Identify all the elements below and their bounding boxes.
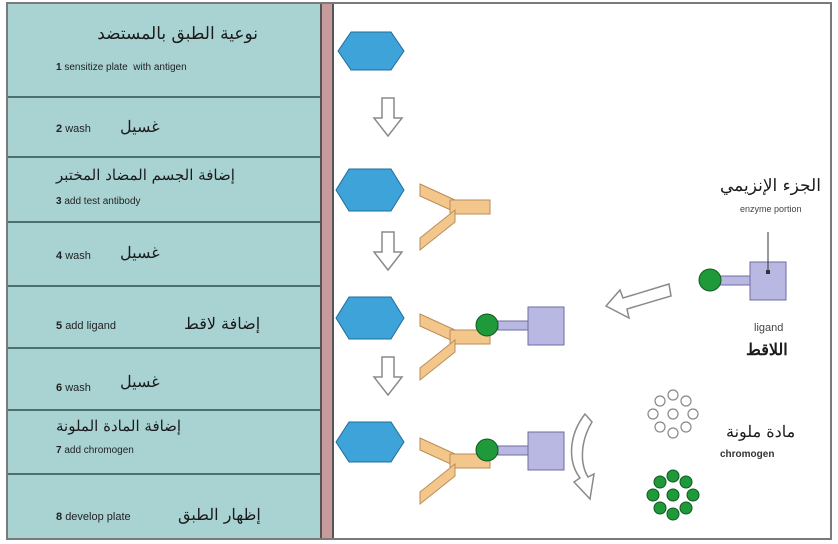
curved-arrow (570, 412, 595, 501)
enzyme-portion-1 (527, 306, 565, 346)
step-1-arabic: نوعية الطبق بالمستضد (97, 24, 258, 44)
step-6: 6 wash غسيل (8, 349, 320, 411)
down-arrow-1 (372, 97, 404, 138)
free-ligand-bar (719, 275, 751, 286)
step-8-english: 8 develop plate (56, 511, 131, 523)
step-6-english: 6 wash (56, 382, 91, 394)
step-3-english: 3 add test antibody (56, 196, 141, 207)
chromogen-label-ar: مادة ملونة (726, 422, 796, 441)
step-5-english: 5 add ligand (56, 320, 116, 332)
elisa-figure: نوعية الطبق بالمستضد 1 sensitize plate w… (6, 2, 832, 540)
step-8-arabic: إظهار الطبق (178, 505, 261, 524)
enzyme-portion-2 (527, 431, 565, 471)
down-arrow-2 (372, 231, 404, 272)
diagonal-arrow (604, 283, 672, 320)
chromogen-uncolored (647, 389, 699, 439)
chromogen-colored (646, 469, 700, 521)
ligand-dot-1 (475, 313, 499, 337)
antigen-hexagon-3 (335, 296, 405, 340)
step-7-arabic: إضافة المادة الملونة (56, 417, 182, 435)
ligand-label-ar: اللاقط (746, 340, 788, 359)
steps-column: نوعية الطبق بالمستضد 1 sensitize plate w… (8, 4, 320, 538)
step-2-arabic: غسيل (120, 117, 160, 136)
ligand-bar-1 (497, 320, 529, 331)
assay-diagram (335, 31, 787, 521)
step-6-arabic: غسيل (120, 372, 160, 391)
step-4: 4 wash غسيل (8, 223, 320, 287)
antigen-hexagon-2 (335, 168, 405, 212)
step-4-arabic: غسيل (120, 243, 160, 262)
enzyme-portion-label-en: enzyme portion (740, 204, 802, 214)
step-3-arabic: إضافة الجسم المضاد المختبر (56, 166, 235, 184)
step-8: 8 develop plate إظهار الطبق (8, 475, 320, 538)
column-divider (320, 4, 334, 538)
enzyme-portion-label-ar: الجزء الإنزيمي (720, 176, 821, 196)
chromogen-label-en: chromogen (720, 449, 775, 460)
down-arrow-3 (372, 356, 404, 397)
antigen-hexagon-4 (335, 421, 405, 463)
antigen-hexagon-1 (337, 31, 405, 71)
step-5: 5 add ligand إضافة لاقط (8, 287, 320, 349)
step-7-english: 7 add chromogen (56, 445, 134, 456)
free-ligand-dot (698, 268, 722, 292)
step-2: 2 wash غسيل (8, 98, 320, 158)
enzyme-pointer-dot (766, 270, 770, 274)
step-5-arabic: إضافة لاقط (184, 314, 261, 333)
antibody-1 (419, 183, 491, 251)
ligand-label-en: ligand (754, 322, 784, 334)
ligand-bar-2 (497, 445, 529, 456)
step-3: إضافة الجسم المضاد المختبر 3 add test an… (8, 158, 320, 223)
step-4-english: 4 wash (56, 250, 91, 262)
step-1: نوعية الطبق بالمستضد 1 sensitize plate w… (8, 4, 320, 98)
step-7: إضافة المادة الملونة 7 add chromogen (8, 411, 320, 475)
ligand-dot-2 (475, 438, 499, 462)
step-1-english: 1 sensitize plate with antigen (56, 62, 187, 73)
step-2-english: 2 wash (56, 123, 91, 135)
